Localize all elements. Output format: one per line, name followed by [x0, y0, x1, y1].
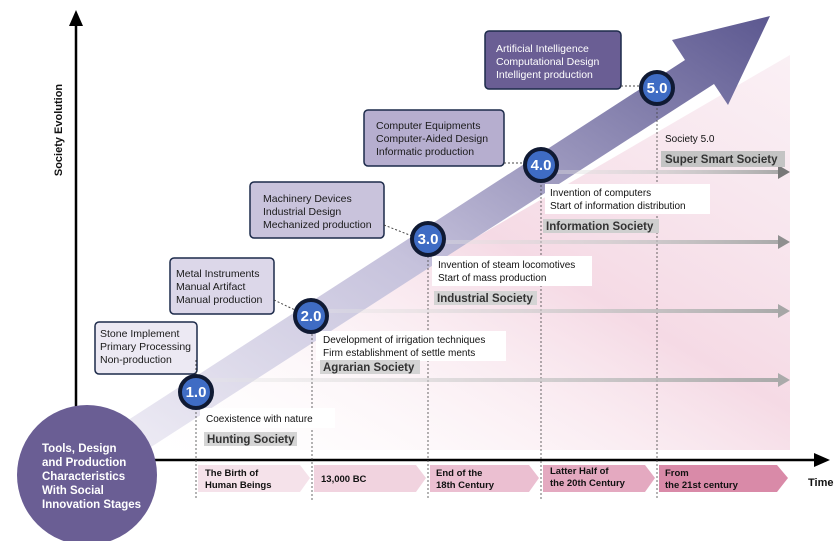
connector-2 — [273, 299, 296, 311]
stage-node-2: 2.0 — [293, 298, 329, 334]
stage-node-1: 1.0 — [178, 374, 214, 410]
svg-text:Start of information distribut: Start of information distribution — [550, 201, 686, 212]
society-bands — [196, 165, 790, 387]
era-4: Latter Half of the 20th Century — [550, 466, 626, 489]
svg-text:Computer-Aided Design: Computer-Aided Design — [376, 133, 488, 145]
society-label-4: Information Society — [546, 221, 654, 233]
tool-box-2: Metal Instruments Manual Artifact Manual… — [169, 257, 275, 315]
era-chevrons — [198, 465, 788, 492]
svg-text:Informatic production: Informatic production — [376, 146, 474, 158]
stage-2-events: Development of irrigation techniques Fir… — [316, 331, 506, 374]
era-3: End of the 18th Century — [436, 468, 495, 491]
svg-text:Firm establishment of settle m: Firm establishment of settle ments — [323, 348, 475, 359]
svg-text:Tools, Design: Tools, Design — [42, 443, 117, 455]
stage-node-4: 4.0 — [523, 147, 559, 183]
stage-4-events: Invention of computers Start of informat… — [543, 184, 710, 233]
stage-5-events: Society 5.0 Super Smart Society — [661, 134, 785, 167]
tool-box-1: Stone Implement Primary Processing Non-p… — [94, 321, 198, 375]
svg-text:Stone Implement: Stone Implement — [100, 328, 179, 340]
svg-text:5.0: 5.0 — [647, 80, 668, 97]
x-axis-label: Time — [808, 477, 833, 489]
svg-text:Society 5.0: Society 5.0 — [665, 134, 715, 145]
society-label-1: Hunting Society — [207, 434, 295, 446]
stage-1-events: Coexistence with nature Hunting Society — [200, 408, 335, 446]
svg-text:Computer Equipments: Computer Equipments — [376, 120, 480, 132]
svg-text:1.0: 1.0 — [186, 384, 207, 401]
stage-3-events: Invention of steam locomotives Start of … — [432, 256, 592, 305]
svg-text:2.0: 2.0 — [301, 308, 322, 325]
stage-node-5: 5.0 — [639, 70, 675, 106]
svg-text:Industrial Design: Industrial Design — [263, 206, 341, 218]
society-label-2: Agrarian Society — [323, 362, 415, 374]
society-label-5: Super Smart Society — [665, 154, 778, 166]
svg-text:Primary Processing: Primary Processing — [100, 341, 191, 353]
svg-text:and Production: and Production — [42, 457, 126, 469]
x-axis-arrowhead — [814, 453, 830, 467]
stage-node-3: 3.0 — [410, 221, 446, 257]
era-5: From the 21st century — [665, 468, 739, 491]
tool-box-3: Machinery Devices Industrial Design Mech… — [249, 181, 385, 239]
svg-text:Coexistence with nature: Coexistence with nature — [206, 414, 313, 425]
svg-text:Metal Instruments: Metal Instruments — [176, 268, 259, 280]
svg-text:Manual production: Manual production — [176, 294, 263, 306]
society-label-3: Industrial Society — [437, 293, 533, 305]
svg-text:4.0: 4.0 — [531, 157, 552, 174]
era-1: The Birth of Human Beings — [205, 468, 272, 491]
svg-text:Characteristics: Characteristics — [42, 471, 125, 483]
svg-text:Innovation Stages: Innovation Stages — [42, 499, 141, 511]
tool-box-5: Artificial Intelligence Computational De… — [484, 30, 622, 90]
svg-text:Start of mass production: Start of mass production — [438, 273, 546, 284]
svg-text:With Social: With Social — [42, 485, 104, 497]
corner-legend-circle: Tools, Design and Production Characteris… — [17, 405, 157, 545]
svg-text:3.0: 3.0 — [418, 231, 439, 248]
svg-text:Non-production: Non-production — [100, 354, 172, 366]
svg-text:Manual Artifact: Manual Artifact — [176, 281, 246, 293]
y-axis-label: Society Evolution — [53, 84, 65, 177]
connector-3 — [383, 224, 413, 237]
svg-text:Invention of steam locomotives: Invention of steam locomotives — [438, 260, 575, 271]
tool-box-4: Computer Equipments Computer-Aided Desig… — [363, 109, 505, 167]
svg-text:Mechanized production: Mechanized production — [263, 219, 372, 231]
svg-text:Artificial Intelligence: Artificial Intelligence — [496, 43, 589, 55]
svg-text:Development of irrigation tech: Development of irrigation techniques — [323, 335, 485, 346]
svg-text:Intelligent production: Intelligent production — [496, 69, 593, 81]
y-axis-arrowhead — [69, 10, 83, 26]
svg-text:Computational Design: Computational Design — [496, 56, 599, 68]
svg-text:Machinery Devices: Machinery Devices — [263, 193, 352, 205]
svg-text:Invention of computers: Invention of computers — [550, 188, 651, 199]
era-2: 13,000 BC — [321, 474, 367, 485]
